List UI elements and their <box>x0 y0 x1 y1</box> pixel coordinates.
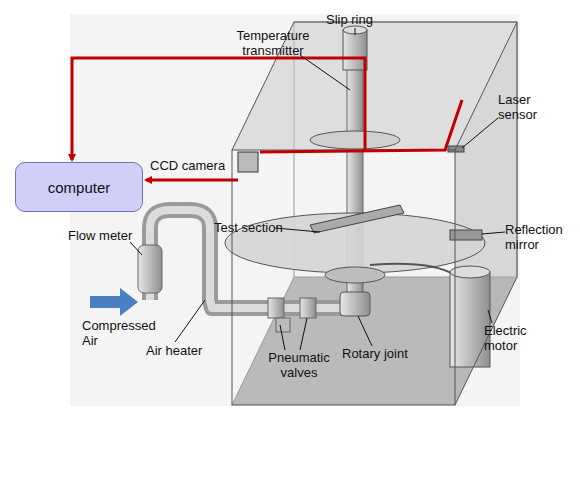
part-label: Laser sensor <box>498 92 558 122</box>
upper-disc <box>310 131 400 149</box>
part-label: Slip ring <box>326 12 406 27</box>
part-label: Flow meter <box>68 228 138 243</box>
part-label: Pneumatic valves <box>264 350 334 380</box>
slip-ring <box>343 30 367 70</box>
lower-disc <box>325 267 385 283</box>
air-inlet-arrow <box>90 288 138 316</box>
test-section-channel <box>310 205 404 233</box>
part-label: Compressed Air <box>82 318 152 348</box>
valve-actuator <box>276 318 290 332</box>
enclosure-outline <box>232 22 517 405</box>
part-label: CCD camera <box>150 158 240 173</box>
valve-symbol <box>300 298 316 318</box>
node-label: computer <box>48 179 111 196</box>
part-label: Temperature transmitter <box>228 28 318 58</box>
process-box: computer <box>15 162 143 212</box>
part-label: Electric motor <box>484 323 544 353</box>
rotary-joint <box>340 292 370 316</box>
drive-belt <box>370 264 455 275</box>
leader-line <box>130 28 505 350</box>
part-label: Test section <box>214 220 284 235</box>
enclosure-box <box>232 22 517 405</box>
ccd-camera <box>238 152 258 172</box>
flow-meter-body <box>138 245 162 293</box>
enclosure-front <box>232 150 455 405</box>
part-label: Air heater <box>146 343 216 358</box>
part-label: Reflection mirror <box>505 222 575 252</box>
part-label: Rotary joint <box>342 346 422 361</box>
valve-symbol <box>268 298 284 318</box>
